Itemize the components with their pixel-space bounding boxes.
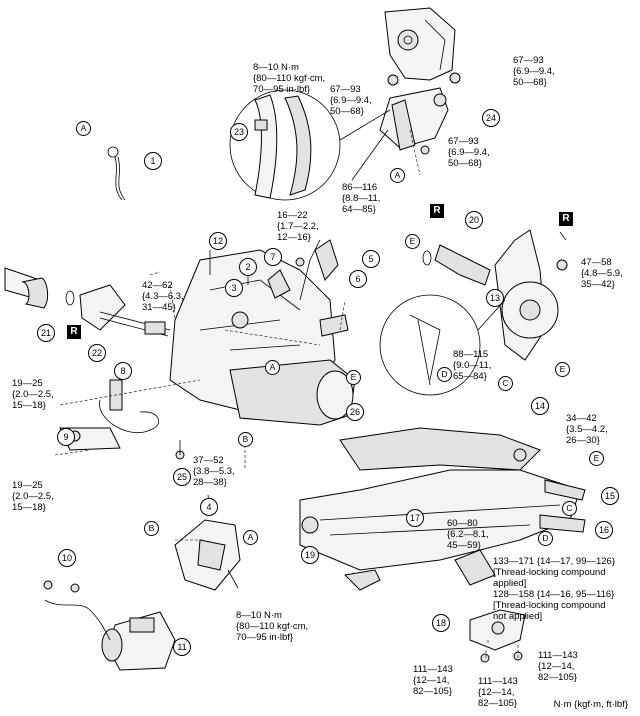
starter-drawing bbox=[43, 580, 176, 671]
left-driveshaft-drawing bbox=[4, 267, 171, 337]
callout-6: 6 bbox=[349, 270, 367, 288]
mount-18-drawing bbox=[469, 609, 526, 663]
engine-mount-bracket-drawing bbox=[384, 7, 456, 81]
replace-marker-split-pin: R bbox=[559, 212, 573, 226]
torque-spec-mount-upper-left: 67—93 {6.9—9.4, 50—68} bbox=[330, 84, 372, 117]
transaxle-drawing bbox=[169, 239, 356, 426]
clutch-hose-drawing bbox=[59, 379, 160, 451]
torque-spec-stabilizer: 34—42 {3.5—4.2, 26—30} bbox=[566, 413, 608, 446]
callout-20: 20 bbox=[465, 211, 483, 229]
callout-8: 8 bbox=[114, 362, 132, 380]
torque-spec-transaxle-bolt: 37—52 {3.8—5.3, 28—38} bbox=[193, 455, 235, 488]
torque-spec-mount-bolt-right: 111—143 {12—14, 82—105} bbox=[538, 650, 578, 683]
hose-clamp-detail bbox=[229, 89, 391, 201]
ref-b-transaxle: B bbox=[238, 432, 253, 447]
replace-marker-driveshaft: R bbox=[67, 325, 81, 339]
callout-2: 2 bbox=[239, 258, 257, 276]
mount-24-drawing bbox=[379, 87, 449, 151]
torque-spec-mount-bolt-center: 111—143 {12—14, 82—105} bbox=[478, 676, 518, 709]
torque-spec-mount-upper-right: 67—93 {6.9—9.4, 50—68} bbox=[513, 55, 555, 88]
ref-e-stabilizer: E bbox=[589, 451, 604, 466]
callout-10: 10 bbox=[58, 549, 76, 567]
callout-21: 21 bbox=[37, 324, 55, 342]
torque-spec-clutch-hose-lower: 19—25 {2.0—2.5, 15—18} bbox=[12, 480, 54, 513]
callout-16: 16 bbox=[595, 521, 613, 539]
callout-3: 3 bbox=[225, 279, 243, 297]
ground-wire-drawing bbox=[107, 146, 126, 201]
ref-a-transaxle: A bbox=[265, 360, 280, 375]
callout-12: 12 bbox=[209, 232, 227, 250]
crossmember-drawing bbox=[299, 427, 586, 586]
callout-22: 22 bbox=[88, 344, 106, 362]
torque-spec-mount-bolt-left: 111—143 {12—14, 82—105} bbox=[413, 664, 453, 697]
units-note: N·m {kgf·m, ft·lbf} bbox=[553, 699, 628, 710]
callout-11: 11 bbox=[173, 638, 191, 656]
ref-d-arm: D bbox=[538, 531, 553, 546]
ref-e-clip: E bbox=[405, 234, 420, 249]
callout-17: 17 bbox=[406, 509, 424, 527]
torque-spec-crossmember-bracket: 60—80 {6.2—8.1, 45—59} bbox=[447, 518, 489, 551]
ref-a-mount: A bbox=[390, 168, 405, 183]
callout-9: 9 bbox=[57, 428, 75, 446]
callout-23: 23 bbox=[230, 123, 248, 141]
callout-26: 26 bbox=[346, 403, 364, 421]
torque-spec-bracket-bolt: 8—10 N·m {80—110 kgf·cm, 70—95 in·lbf} bbox=[236, 610, 309, 643]
torque-spec-mount-lower: 67—93 {6.9—9.4, 50—68} bbox=[448, 136, 490, 169]
ref-c-knuckle: C bbox=[498, 376, 513, 391]
ref-a-ground: A bbox=[76, 121, 91, 136]
callout-19: 19 bbox=[301, 546, 319, 564]
ref-e-knuckle: E bbox=[555, 362, 570, 377]
ref-c-arm: C bbox=[562, 501, 577, 516]
callout-15: 15 bbox=[601, 487, 619, 505]
callout-14: 14 bbox=[531, 397, 549, 415]
torque-spec-driveshaft-bracket: 42—62 {4.3—6.3, 31—45} bbox=[142, 280, 184, 313]
torque-spec-crossmember-bolts: 133—171 {14—17, 99—126} [Thread-locking … bbox=[493, 556, 616, 622]
torque-spec-shift-cable: 16—22 {1.7—2.2, 12—16} bbox=[277, 210, 319, 243]
callout-13: 13 bbox=[486, 289, 504, 307]
callout-5: 5 bbox=[362, 250, 380, 268]
torque-spec-clutch-hose-upper: 19—25 {2.0—2.5, 15—18} bbox=[12, 378, 54, 411]
torque-spec-hose-bracket: 8—10 N·m {80—110 kgf·cm, 70—95 in·lbf} bbox=[253, 62, 326, 95]
torque-spec-knuckle-bolt: 88—115 {9.0—11, 65—84} bbox=[453, 349, 492, 382]
ref-b-bracket: B bbox=[144, 521, 159, 536]
torque-spec-tie-rod-nut: 47—58 {4.8—5.9, 35—42} bbox=[581, 257, 623, 290]
torque-spec-through-bolt: 86—116 {8.8—11, 64—85} bbox=[342, 182, 381, 215]
ref-d-detail: D bbox=[437, 367, 452, 382]
right-knuckle-drawing bbox=[422, 229, 559, 361]
callout-25: 25 bbox=[173, 468, 191, 486]
replace-marker-clip: R bbox=[430, 204, 444, 218]
callout-24: 24 bbox=[482, 109, 500, 127]
callout-7: 7 bbox=[264, 248, 282, 266]
callout-18: 18 bbox=[432, 614, 450, 632]
callout-1: 1 bbox=[144, 152, 162, 170]
ref-e-transaxle: E bbox=[346, 370, 361, 385]
ref-a-bracket: A bbox=[243, 530, 258, 545]
callout-4: 4 bbox=[200, 498, 218, 516]
